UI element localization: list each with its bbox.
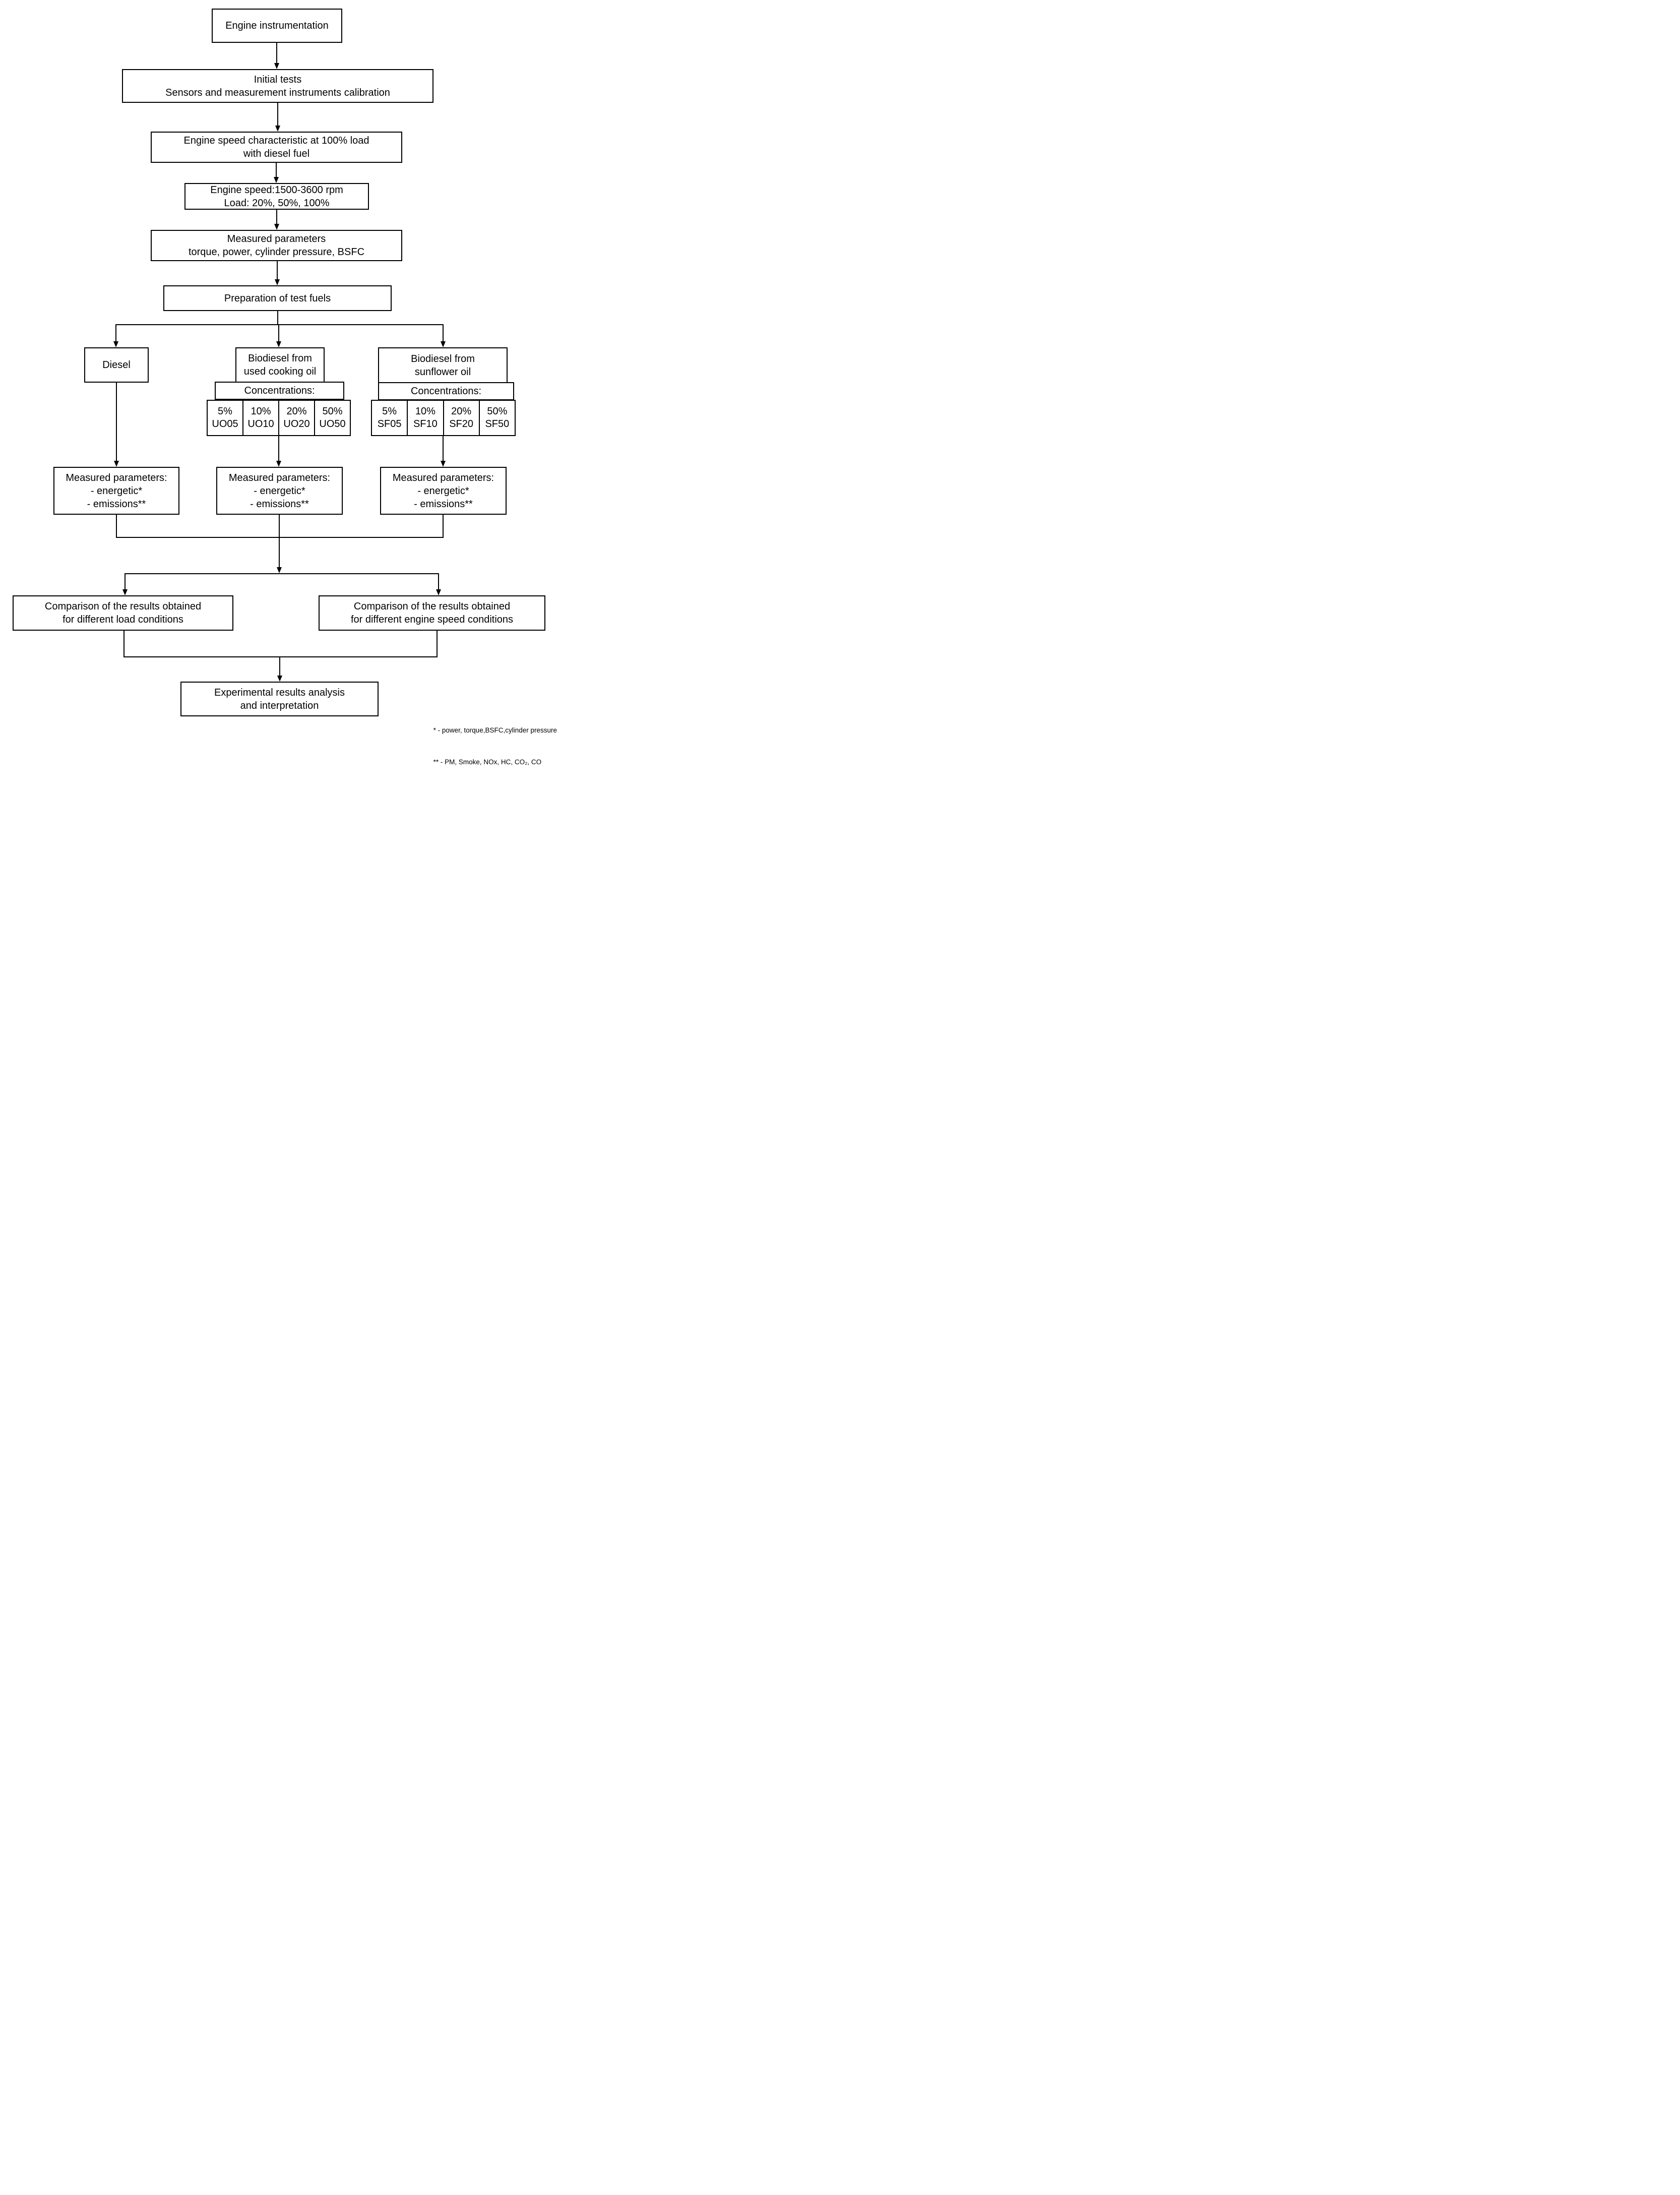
arrowhead-icon — [276, 461, 281, 467]
connector-line — [437, 631, 438, 657]
node-speed-load: Engine speed:1500-3600 rpm Load: 20%, 50… — [184, 183, 369, 210]
arrowhead-icon — [122, 589, 128, 595]
node-biodiesel-sunflower: Biodiesel from sunflower oil — [378, 347, 508, 383]
arrowhead-icon — [274, 63, 279, 69]
arrowhead-icon — [277, 567, 282, 573]
connector-line — [443, 436, 444, 461]
connector-line — [279, 515, 280, 568]
node-initial-tests: Initial tests Sensors and measurement in… — [122, 69, 433, 103]
arrowhead-icon — [274, 177, 279, 183]
node-comparison-load: Comparison of the results obtained for d… — [13, 595, 233, 631]
cell-uo10: 10% UO10 — [242, 401, 278, 435]
flowchart-canvas: Engine instrumentation Initial tests Sen… — [0, 0, 560, 766]
connector-line — [276, 163, 277, 177]
arrowhead-icon — [441, 341, 446, 347]
arrowhead-icon — [275, 279, 280, 285]
node-comparison-speed: Comparison of the results obtained for d… — [319, 595, 545, 631]
node-speed-characteristic: Engine speed characteristic at 100% load… — [151, 132, 402, 163]
connector-line — [276, 43, 277, 64]
node-final-analysis: Experimental results analysis and interp… — [180, 682, 379, 716]
connector-line — [277, 261, 278, 280]
connector-line — [123, 631, 125, 657]
arrowhead-icon — [276, 341, 281, 347]
cell-sf05: 5% SF05 — [377, 406, 402, 430]
concentration-cells-used-oil: 5% UO05 10% UO10 20% UO20 50% UO50 — [207, 400, 351, 436]
node-concentrations-sunflower: Concentrations: — [378, 382, 514, 400]
arrowhead-icon — [277, 676, 282, 682]
connector-line — [116, 515, 117, 538]
node-measured-diesel: Measured parameters: - energetic* - emis… — [53, 467, 179, 515]
cell-uo05: 5% UO05 — [212, 406, 238, 430]
node-diesel: Diesel — [84, 347, 149, 383]
cell-uo50: 50% UO50 — [314, 401, 350, 435]
concentration-cells-sunflower: 5% SF05 10% SF10 20% SF20 50% SF50 — [371, 400, 516, 436]
merge-line — [123, 656, 438, 657]
cell-sf50: 50% SF50 — [478, 401, 515, 435]
connector-line — [279, 656, 280, 676]
merge-line — [116, 537, 444, 538]
connector-line — [443, 324, 444, 342]
connector-line — [438, 573, 439, 590]
node-measured-used-oil: Measured parameters: - energetic* - emis… — [216, 467, 343, 515]
arrowhead-icon — [436, 589, 441, 595]
connector-line — [278, 436, 279, 461]
cell-sf20: 20% SF20 — [443, 401, 479, 435]
connector-line — [278, 324, 279, 342]
connector-line — [125, 573, 126, 590]
cell-sf10: 10% SF10 — [407, 401, 443, 435]
arrowhead-icon — [274, 224, 279, 230]
connector-line — [116, 383, 117, 461]
arrowhead-icon — [441, 461, 446, 467]
connector-line — [115, 324, 116, 342]
connector-line — [443, 515, 444, 538]
footnotes: * - power, torque,BSFC,cylinder pressure… — [433, 704, 557, 788]
connector-line — [276, 210, 277, 224]
cell-uo20: 20% UO20 — [278, 401, 314, 435]
branch-line — [116, 324, 443, 325]
arrowhead-icon — [113, 341, 118, 347]
footnote-energetic: * - power, torque,BSFC,cylinder pressure — [433, 726, 557, 734]
node-measured-sunflower: Measured parameters: - energetic* - emis… — [380, 467, 507, 515]
branch-line — [125, 573, 439, 574]
footnote-emissions: ** - PM, Smoke, NOx, HC, CO₂, CO — [433, 758, 542, 766]
node-concentrations-used-oil: Concentrations: — [215, 382, 344, 400]
node-biodiesel-used-oil: Biodiesel from used cooking oil — [235, 347, 325, 383]
node-engine-instrumentation: Engine instrumentation — [212, 9, 342, 43]
connector-line — [277, 103, 278, 126]
arrowhead-icon — [275, 126, 280, 132]
node-preparation: Preparation of test fuels — [163, 285, 392, 311]
connector-line — [277, 311, 278, 325]
node-measured-global: Measured parameters torque, power, cylin… — [151, 230, 402, 261]
arrowhead-icon — [114, 461, 119, 467]
